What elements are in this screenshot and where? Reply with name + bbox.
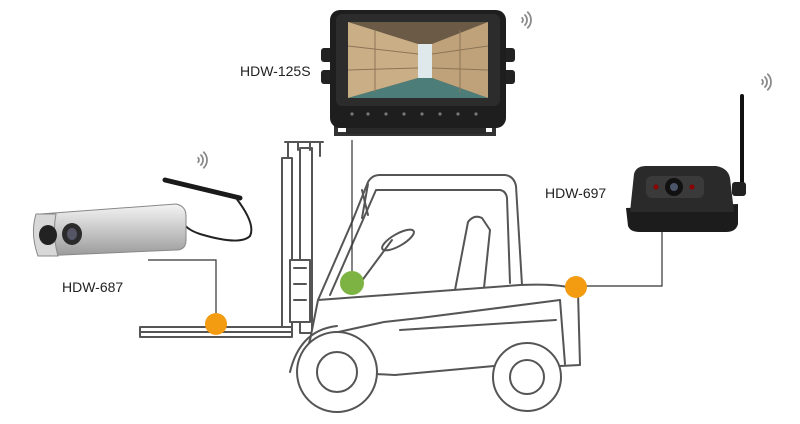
- marker-fork-camera: [205, 313, 227, 335]
- monitor-label: HDW-125S: [240, 63, 311, 79]
- marker-monitor: [340, 271, 364, 295]
- connector-lines: [148, 140, 663, 322]
- fork-camera-icon: [32, 177, 253, 257]
- connector-fork-camera: [148, 259, 217, 322]
- rear-camera-label: HDW-697: [545, 185, 607, 201]
- magnetic-camera-icon: [626, 94, 746, 232]
- forklift-front-wheel: [289, 325, 378, 413]
- fork-camera-label: HDW-687: [62, 279, 124, 295]
- wifi-icon: [521, 11, 532, 29]
- wifi-icon: [761, 73, 772, 91]
- forklift-mast: [281, 141, 324, 334]
- forklift-illustration: [139, 141, 581, 413]
- forklift-rear-wheel: [492, 342, 562, 412]
- marker-rear-camera: [565, 276, 587, 298]
- wifi-icon: [197, 151, 208, 169]
- connector-rear-camera: [576, 230, 663, 287]
- monitor-icon: [321, 10, 515, 136]
